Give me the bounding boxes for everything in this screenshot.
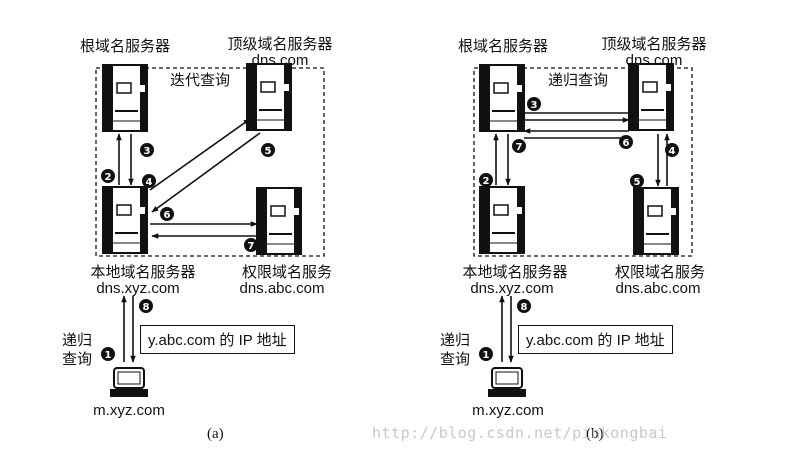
badge-step2-a: 2 <box>101 169 115 183</box>
badge-step5-b: 5 <box>630 174 644 188</box>
local-server-icon-a <box>102 186 148 254</box>
dashed-boundary-a <box>95 67 325 257</box>
badge-step8-b: 8 <box>517 299 531 313</box>
auth-server-label-a: 权限域名服务 <box>241 263 333 281</box>
badge-step1-b: 1 <box>479 347 493 361</box>
tld-server-label-b: 顶级域名服务器 <box>601 35 707 53</box>
auth-server-label-b: 权限域名服务 <box>614 263 706 281</box>
svg-text:8: 8 <box>143 302 150 313</box>
badge-step8-a: 8 <box>139 299 153 313</box>
auth-server-domain-a: dns.abc.com <box>239 280 325 297</box>
badge-step2-b: 2 <box>479 173 493 187</box>
ip-answer-box-b: y.abc.com 的 IP 地址 <box>518 325 673 354</box>
local-server-domain-a: dns.xyz.com <box>96 280 180 297</box>
auth-server-icon-b <box>633 187 679 255</box>
badge-step6-a: 6 <box>160 207 174 221</box>
badge-step7-a: 7 <box>244 238 258 252</box>
svg-text:2: 2 <box>483 176 490 187</box>
root-server-label-a: 根域名服务器 <box>79 37 171 55</box>
local-server-label-b: 本地域名服务器 <box>462 263 568 281</box>
diagram-b-artwork: 3 7 2 6 4 5 8 1 <box>473 63 693 397</box>
svg-text:6: 6 <box>623 138 630 149</box>
local-server-label-a: 本地域名服务器 <box>90 263 196 281</box>
arrow-step4-a <box>149 118 251 191</box>
query-mode-title-a: 迭代查询 <box>166 72 235 89</box>
host-label-b: m.xyz.com <box>472 402 544 419</box>
watermark-text: http://blog.csdn.net/pinkongbai <box>372 424 668 442</box>
svg-text:6: 6 <box>164 210 171 221</box>
root-server-label-b: 根域名服务器 <box>457 37 549 55</box>
host-query-line1-a: 递归 <box>62 331 93 349</box>
root-server-icon-b <box>479 64 525 132</box>
svg-text:5: 5 <box>634 177 641 188</box>
local-server-domain-b: dns.xyz.com <box>470 280 554 297</box>
host-icon-a <box>110 367 148 397</box>
badge-step3-a: 3 <box>140 143 154 157</box>
caption-b: (b) <box>586 426 604 442</box>
badge-step3-b: 3 <box>527 97 541 111</box>
dashed-boundary-b <box>473 67 693 257</box>
svg-text:2: 2 <box>105 172 112 183</box>
svg-text:4: 4 <box>669 146 676 157</box>
svg-text:1: 1 <box>105 350 112 361</box>
caption-a: (a) <box>207 426 224 442</box>
ip-answer-box-a: y.abc.com 的 IP 地址 <box>140 325 295 354</box>
arrow-step5-a <box>151 132 261 213</box>
tld-server-icon-a <box>246 63 292 131</box>
tld-server-label-a: 顶级域名服务器 <box>227 35 333 53</box>
local-server-icon-b <box>479 186 525 254</box>
svg-text:4: 4 <box>146 177 153 188</box>
svg-text:7: 7 <box>516 142 523 153</box>
svg-text:3: 3 <box>144 146 151 157</box>
badge-step1-a: 1 <box>101 347 115 361</box>
badge-step6-b: 6 <box>619 135 633 149</box>
host-icon-b <box>488 367 526 397</box>
tld-server-domain-b: dns.com <box>625 52 683 69</box>
badge-step4-a: 4 <box>142 174 156 188</box>
svg-text:8: 8 <box>521 302 528 313</box>
host-label-a: m.xyz.com <box>93 402 165 419</box>
query-mode-title-b: 递归查询 <box>544 72 613 89</box>
svg-text:1: 1 <box>483 350 490 361</box>
svg-text:3: 3 <box>531 100 538 111</box>
auth-server-icon-a <box>256 187 302 255</box>
host-query-line2-b: 查询 <box>440 350 471 368</box>
root-server-icon-a <box>102 64 148 132</box>
badge-step4-b: 4 <box>665 143 679 157</box>
diagram-a-artwork: 3 2 4 5 6 7 8 1 <box>95 63 325 397</box>
host-query-line1-b: 递归 <box>440 331 471 349</box>
svg-text:7: 7 <box>248 241 255 252</box>
host-query-line2-a: 查询 <box>62 350 93 368</box>
tld-server-icon-b <box>628 63 674 131</box>
badge-step5-a: 5 <box>261 143 275 157</box>
auth-server-domain-b: dns.abc.com <box>615 280 701 297</box>
badge-step7-b: 7 <box>512 139 526 153</box>
tld-server-domain-a: dns.com <box>251 52 309 69</box>
svg-text:5: 5 <box>265 146 272 157</box>
